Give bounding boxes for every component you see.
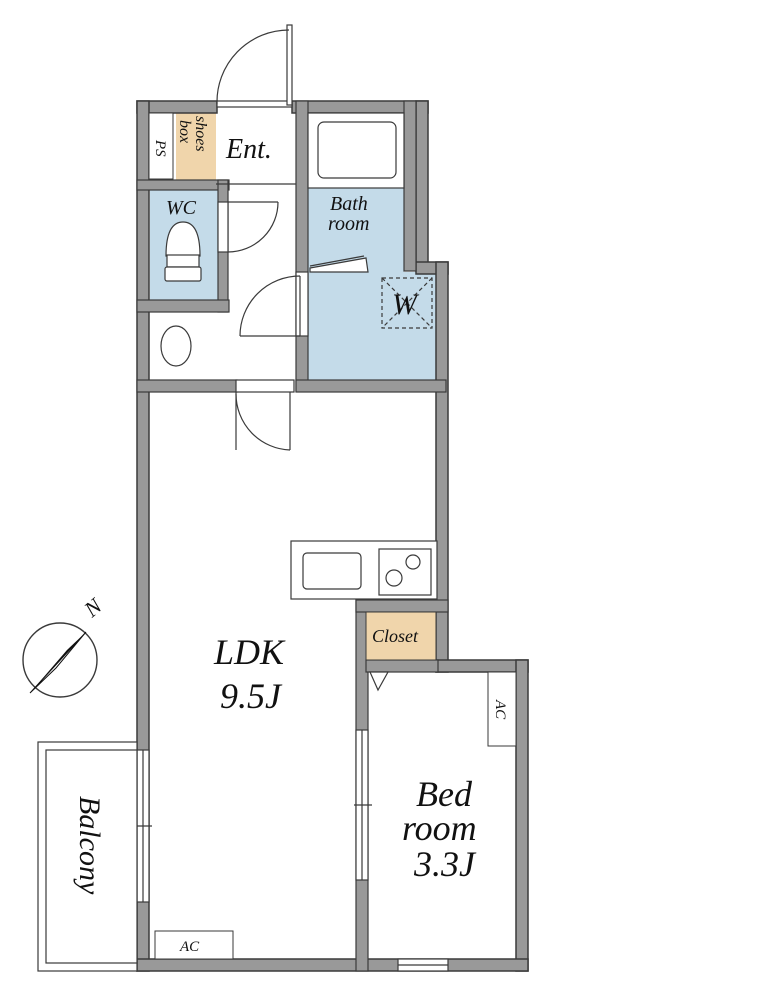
kitchen-counter [290,540,438,600]
washer-icon [381,277,433,329]
bedroom-label-2: room [402,808,477,848]
compass-north-label: N [78,592,107,622]
closet-label: Closet [372,626,419,646]
bedroom-window [397,958,449,972]
ac-bedroom-label: AC [492,699,508,720]
ps-label: PS [152,139,168,157]
ac-ldk-box [154,930,234,960]
bath-label-2: room [328,213,369,235]
toilet-icon [164,221,202,282]
bath-door [309,255,369,273]
wc-label: WC [166,197,197,219]
bedroom-sliding-door [354,729,372,881]
wc-door [217,201,279,253]
closet-door-marker [369,671,390,692]
bedroom-size: 3.3J [413,844,477,884]
entrance-label: Ent. [225,134,272,165]
balcony [37,741,138,972]
entrance-door [216,24,293,108]
ac-ldk-label: AC [179,939,200,955]
washer-label: W [392,288,420,321]
closet-box [365,611,437,661]
ldk-name: LDK [213,632,286,672]
washroom-fill [308,272,438,380]
washbasin-icon [160,325,192,367]
compass-icon [22,622,98,698]
bathtub-icon [307,112,405,189]
ldk-size: 9.5J [220,676,283,716]
shoes-box-label-1: shoes [192,116,209,152]
ldk-door [235,379,295,451]
bedroom-label-1: Bed [416,774,473,814]
ac-bedroom-box [487,671,517,747]
washroom-door [239,271,309,337]
shoes-box-label-2: box [176,120,193,143]
shoes-box-fill [176,113,216,181]
ps-box [148,112,174,180]
balcony-label: Balcony [73,796,106,895]
bath-label-1: Bath [330,193,368,215]
